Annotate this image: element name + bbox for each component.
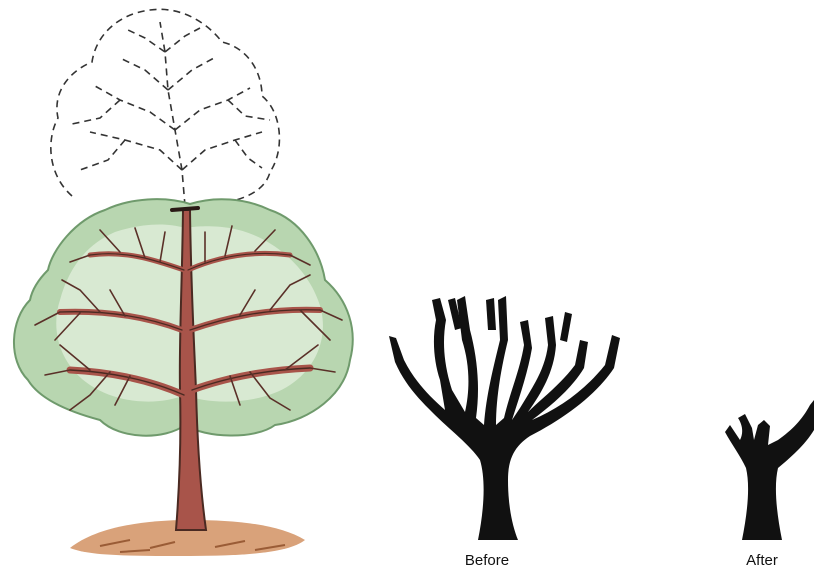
after-caption: After: [746, 552, 778, 569]
before-tree-silhouette: [389, 296, 620, 540]
pruned-tree-illustration: [14, 9, 353, 556]
after-tree-silhouette: [725, 400, 814, 540]
removed-crown-dashed-outline: [51, 9, 280, 206]
before-caption: Before: [465, 552, 509, 569]
